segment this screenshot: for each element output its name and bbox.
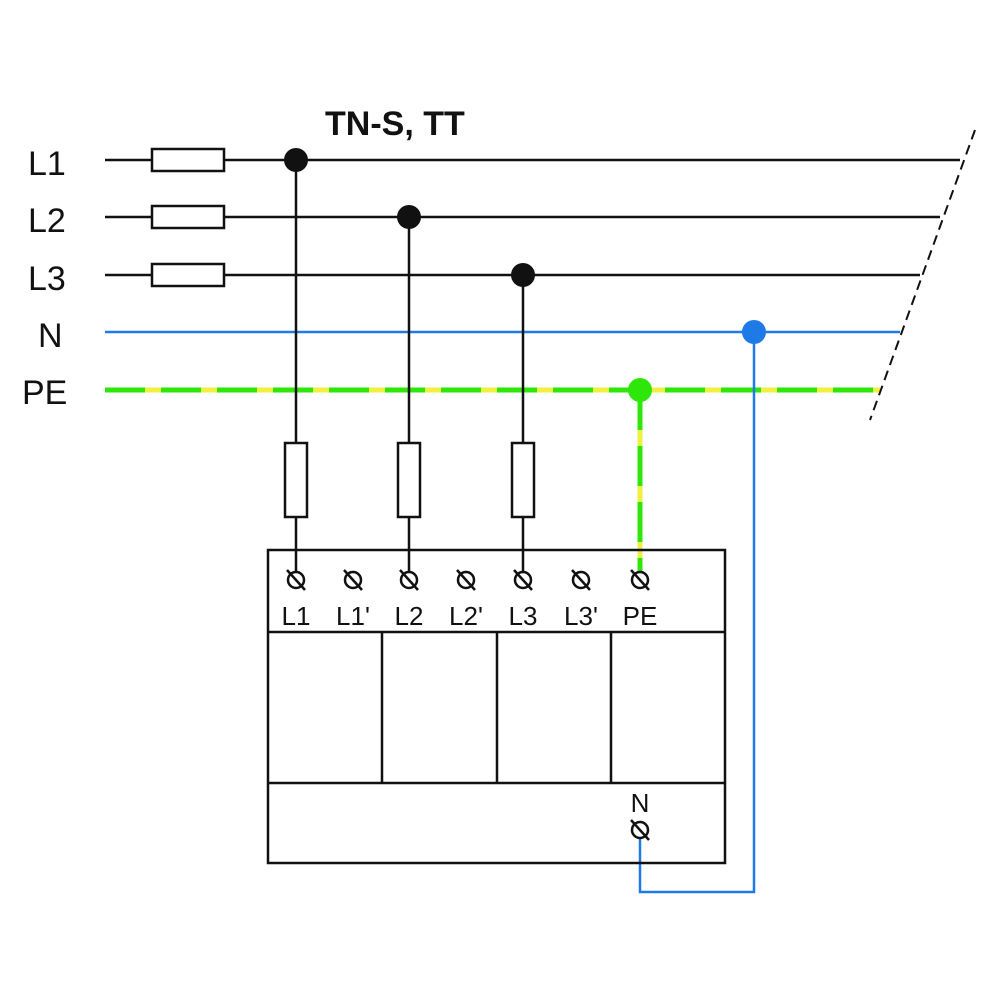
main-fuses [150, 147, 226, 288]
terminal-label-L2: L2 [395, 601, 424, 631]
terminal-screw-L1 [286, 569, 306, 591]
surge-protection-device [266, 548, 727, 865]
fuse-branch-L3 [510, 441, 536, 519]
terminal-label-L1: L1 [282, 601, 311, 631]
terminal-label-N: N [631, 788, 650, 818]
terminal-screw-L3 [513, 569, 533, 591]
junction-L3 [511, 263, 535, 287]
junction-N [742, 320, 766, 344]
terminal-label-PE: PE [623, 601, 658, 631]
junction-L2 [397, 205, 421, 229]
terminal-screw-N [630, 819, 650, 841]
label-L1: L1 [28, 145, 66, 183]
terminal-screw-PE [630, 569, 650, 591]
phase-conductors [105, 158, 960, 277]
terminal-screw-L2 [399, 569, 419, 591]
cut-line [869, 129, 976, 421]
label-L3: L3 [28, 260, 66, 298]
terminal-labels: L1 L1' L2 L2' L3 L3' PE [282, 601, 658, 631]
fuse-main-L3 [150, 262, 226, 288]
junctions [284, 148, 766, 402]
diagram-title: TN-S, TT [325, 105, 465, 143]
label-N: N [38, 317, 63, 355]
fuse-main-L1 [150, 147, 226, 173]
terminal-screw-L2-prime [456, 569, 476, 591]
terminal-label-L2-prime: L2' [449, 601, 483, 631]
terminal-row [286, 569, 650, 591]
terminal-label-L1-prime: L1' [336, 601, 370, 631]
terminal-screw-L1-prime [343, 569, 363, 591]
terminal-label-L3: L3 [509, 601, 538, 631]
device-outline [266, 548, 727, 865]
label-PE: PE [22, 374, 67, 412]
junction-PE [628, 378, 652, 402]
terminal-screw-L3-prime [571, 569, 591, 591]
label-L2: L2 [28, 202, 66, 240]
terminal-label-L3-prime: L3' [564, 601, 598, 631]
fuse-branch-L1 [283, 441, 309, 519]
fuse-branch-L2 [396, 441, 422, 519]
branch-fuses [283, 441, 536, 519]
junction-L1 [284, 148, 308, 172]
fuse-main-L2 [150, 204, 226, 230]
